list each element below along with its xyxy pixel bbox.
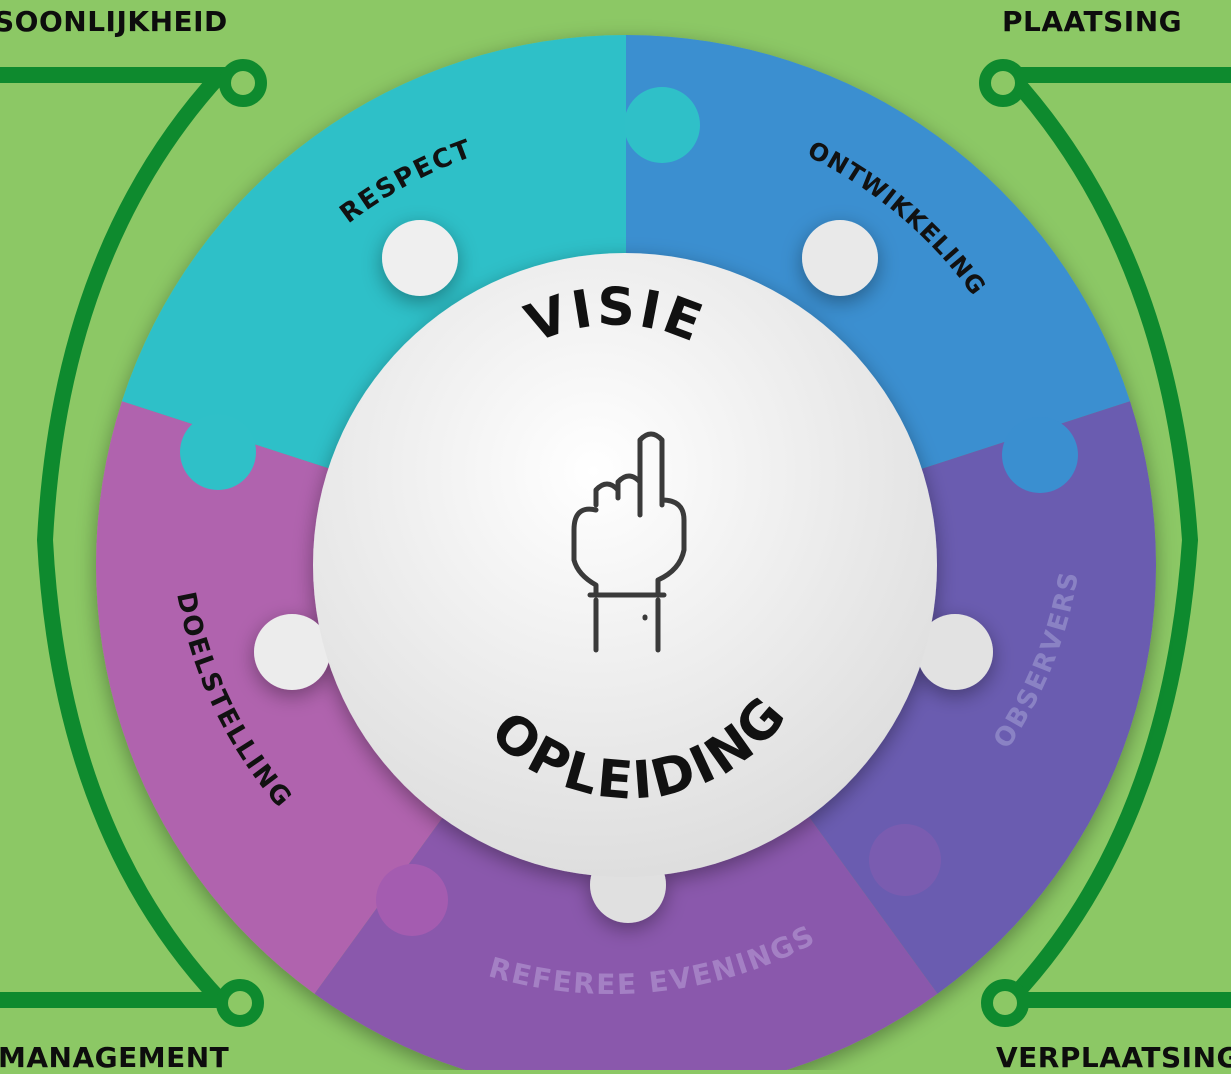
bracket-node-bottom-right	[981, 979, 1029, 1027]
right-bracket	[979, 59, 1231, 1027]
pointing-hand-icon	[571, 431, 687, 653]
knob-left	[254, 614, 330, 690]
bracket-node-top-right	[979, 59, 1027, 107]
tab-ontwikkeling	[1002, 417, 1078, 493]
knob-top-left	[382, 220, 458, 296]
tab-respect	[624, 87, 700, 163]
puzzle-piece-respect	[121, 35, 626, 473]
puzzle-tabs	[180, 87, 1078, 936]
corner-label-top-right: PLAATSING	[1002, 5, 1183, 38]
left-bracket	[0, 59, 267, 1027]
puzzle-piece-doelstelling	[96, 401, 450, 994]
knob-right	[917, 614, 993, 690]
bracket-node-top-left	[219, 59, 267, 107]
tab-referee	[376, 864, 448, 936]
puzzle-piece-ontwikkeling	[626, 35, 1131, 473]
corner-label-bottom-right: VERPLAATSING	[996, 1041, 1231, 1074]
puzzle-piece-referee-evenings	[314, 807, 938, 1070]
corner-label-bottom-left: MANAGEMENT	[0, 1041, 230, 1074]
tab-observers	[869, 824, 941, 896]
knob-top-right	[802, 220, 878, 296]
center-disc	[254, 220, 993, 923]
tab-doelstelling	[180, 414, 256, 490]
corner-label-top-left: SOONLIJKHEID	[0, 5, 228, 38]
bracket-node-bottom-left	[216, 979, 264, 1027]
